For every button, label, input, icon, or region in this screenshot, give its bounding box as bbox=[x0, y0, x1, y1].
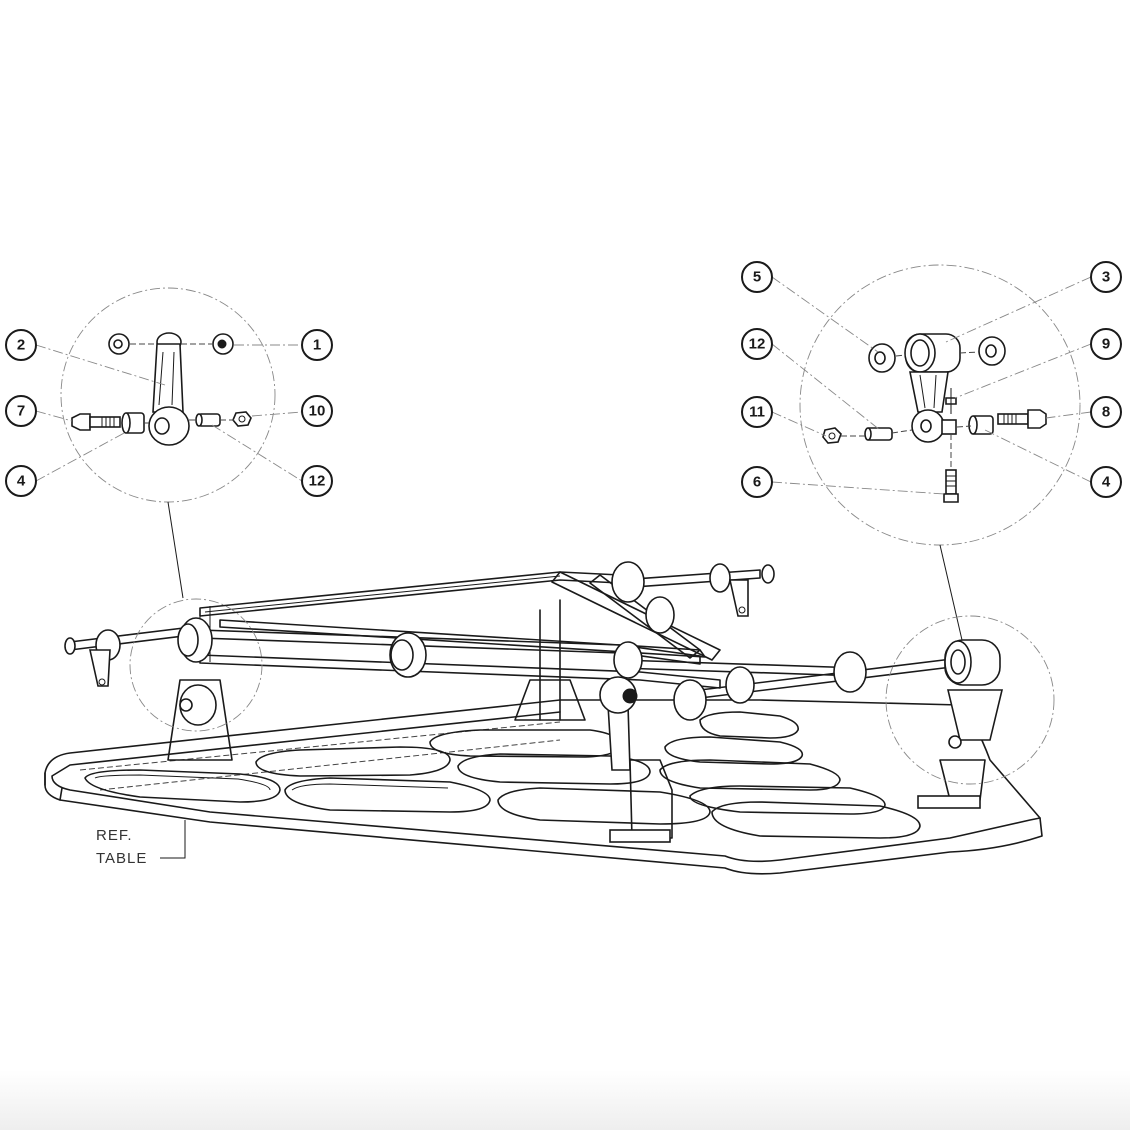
nut-part-11 bbox=[822, 427, 842, 444]
spacer-part-4 bbox=[968, 415, 994, 435]
bushing-housing-part-3 bbox=[904, 333, 961, 373]
bolt-part-7 bbox=[71, 413, 121, 431]
table-plate bbox=[44, 699, 1043, 875]
link-arm-part-2 bbox=[148, 332, 190, 446]
arms-and-brackets bbox=[89, 579, 1004, 843]
left-detail-view bbox=[60, 287, 276, 599]
right-detail-view bbox=[799, 264, 1081, 641]
sleeve-part-12 bbox=[864, 427, 893, 441]
bolt-part-6 bbox=[943, 469, 959, 503]
washer-part-5 bbox=[868, 336, 1006, 373]
table-cutouts bbox=[84, 711, 921, 839]
leader-lines bbox=[35, 276, 1092, 495]
washer-part-1 bbox=[108, 333, 234, 355]
floor-shadow bbox=[0, 1070, 1130, 1130]
spacer-part-4 bbox=[121, 412, 145, 434]
bolt-part-8 bbox=[997, 409, 1047, 429]
ref-table-leader bbox=[160, 820, 186, 859]
arm-assembly bbox=[909, 371, 957, 443]
set-screw-part-9 bbox=[945, 388, 957, 414]
detail-markers bbox=[129, 598, 1055, 785]
bearing-blocks bbox=[95, 561, 1001, 721]
sleeve-part-12 bbox=[195, 413, 221, 427]
nut-part-10 bbox=[232, 411, 252, 427]
